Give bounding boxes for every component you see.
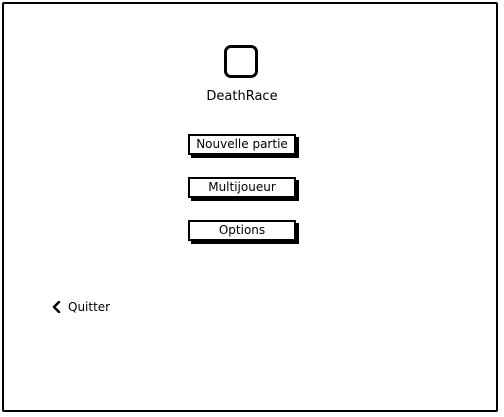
app-title: DeathRace: [206, 89, 278, 104]
multiplayer-button[interactable]: Multijoueur: [188, 177, 296, 198]
chevron-left-icon: [52, 301, 61, 313]
options-button[interactable]: Options: [188, 220, 296, 241]
app-logo-icon: [224, 45, 258, 78]
quit-label: Quitter: [68, 300, 111, 314]
window-frame: [2, 2, 498, 412]
new-game-button[interactable]: Nouvelle partie: [188, 134, 296, 155]
quit-link[interactable]: Quitter: [52, 297, 110, 317]
